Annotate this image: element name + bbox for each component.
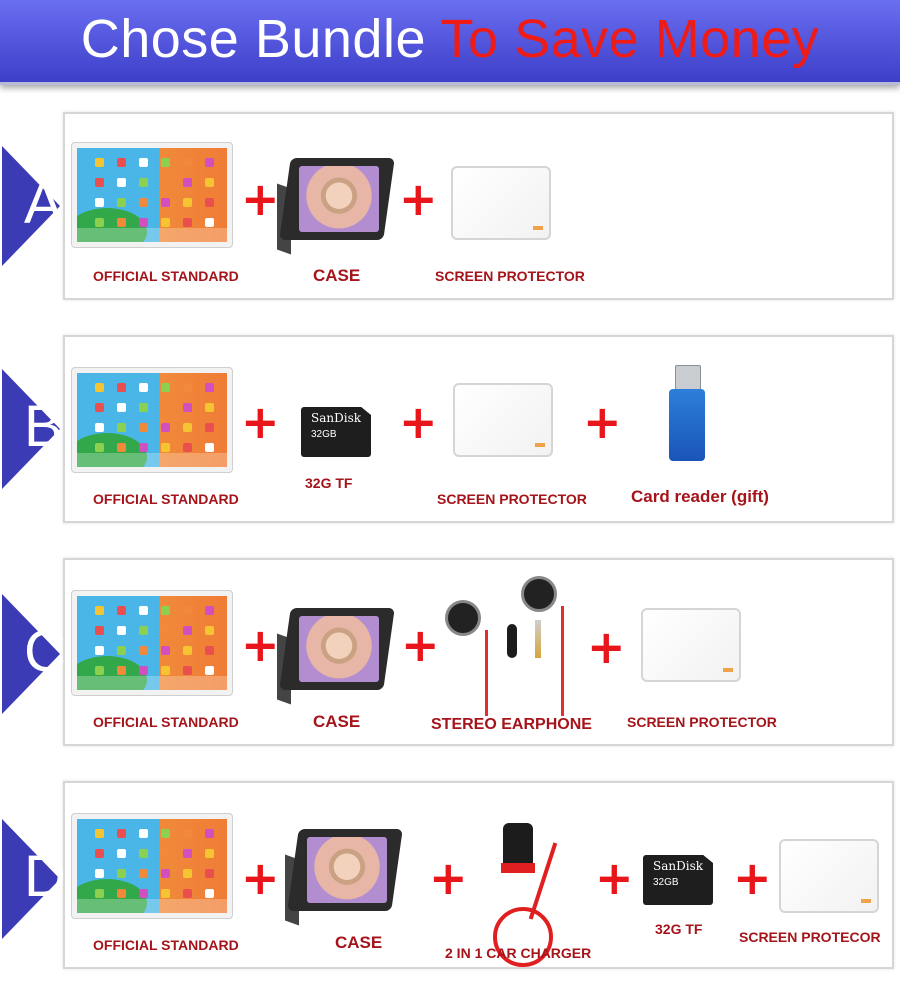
bundle-panel-b[interactable]: B OFFICIAL STANDARD + SanDisk 32GB 32G TF… (2, 335, 894, 523)
sd-card-brand: SanDisk (653, 859, 703, 873)
plus-sign: + (241, 851, 280, 905)
earphone-icon (441, 574, 581, 720)
item-label: CASE (313, 712, 361, 731)
plus-sign: + (399, 395, 438, 449)
item-label: OFFICIAL STANDARD (93, 491, 239, 507)
item-label: CASE (335, 933, 383, 952)
item-label: 2 IN 1 CAR CHARGER (445, 945, 592, 961)
item-label: OFFICIAL STANDARD (93, 714, 239, 730)
plus-sign: + (733, 851, 772, 905)
item-label: SCREEN PROTECOR (739, 929, 881, 945)
plus-sign: + (241, 395, 280, 449)
bundle-letter: B (24, 394, 63, 459)
plus-sign: + (241, 618, 280, 672)
item-label: STEREO EARPHONE (431, 716, 592, 733)
item-label: SCREEN PROTECTOR (627, 714, 777, 730)
bundle-panel-a[interactable]: A OFFICIAL STANDARD + CASE + SCREEN PROT… (2, 112, 894, 300)
title-banner: Chose Bundle To Save Money (0, 0, 900, 85)
bundle-panel-c[interactable]: C OFFICIAL STANDARD + CASE + STEREO EARP… (2, 558, 894, 746)
plus-sign: + (429, 851, 468, 905)
page-title: Chose Bundle To Save Money (0, 8, 900, 70)
plus-sign: + (587, 620, 626, 674)
item-label: OFFICIAL STANDARD (93, 268, 239, 284)
item-label: 32G TF (655, 921, 703, 937)
plus-sign: + (241, 172, 280, 226)
car-charger-icon (485, 821, 595, 971)
tablet-icon (71, 142, 233, 248)
bundle-letter: C (24, 619, 66, 684)
case-icon (285, 827, 403, 926)
bundle-letter-badge: B (2, 369, 63, 489)
case-icon (277, 156, 395, 255)
item-label: OFFICIAL STANDARD (93, 937, 239, 953)
title-white-text: Chose Bundle (80, 9, 426, 69)
item-label: CASE (313, 266, 361, 285)
bundle-letter-badge: C (2, 594, 66, 714)
item-label: SCREEN PROTECTOR (435, 268, 585, 284)
item-label: Card reader (gift) (631, 487, 769, 506)
title-red-text: To Save Money (440, 9, 820, 69)
card-reader-icon (667, 365, 707, 461)
plus-sign: + (595, 851, 634, 905)
plus-sign: + (401, 618, 440, 672)
sd-card-size: 32GB (311, 429, 337, 440)
sd-card-brand: SanDisk (311, 411, 361, 425)
tablet-icon (71, 813, 233, 919)
tablet-icon (71, 367, 233, 473)
sd-card-icon: SanDisk 32GB (301, 407, 371, 457)
tablet-icon (71, 590, 233, 696)
item-label: 32G TF (305, 475, 353, 491)
bundle-panel-d[interactable]: D OFFICIAL STANDARD + CASE + 2 IN 1 CAR … (2, 781, 894, 971)
screen-protector-icon (779, 839, 879, 913)
screen-protector-icon (451, 166, 551, 240)
plus-sign: + (583, 395, 622, 449)
bundle-letter: D (24, 844, 66, 909)
bundle-letter-badge: A (2, 146, 63, 266)
sd-card-icon: SanDisk 32GB (643, 855, 713, 905)
sd-card-size: 32GB (653, 877, 679, 888)
case-icon (277, 606, 395, 705)
bundle-letter-badge: D (2, 819, 66, 939)
screen-protector-icon (641, 608, 741, 682)
screen-protector-icon (453, 383, 553, 457)
item-label: SCREEN PROTECTOR (437, 491, 587, 507)
plus-sign: + (399, 172, 438, 226)
bundle-letter: A (24, 171, 63, 236)
